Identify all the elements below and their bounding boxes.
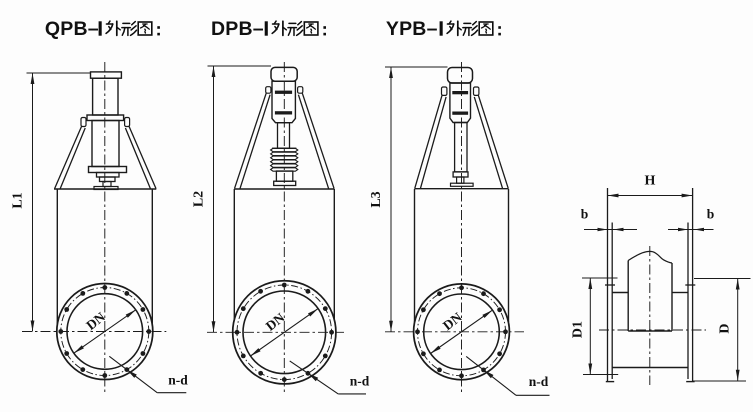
svg-text:n-d: n-d — [350, 374, 370, 389]
svg-text:YPB–: YPB– — [386, 18, 438, 40]
svg-text:QPB–: QPB– — [45, 18, 99, 40]
svg-text:n-d: n-d — [529, 374, 549, 389]
svg-text:D: D — [718, 323, 733, 333]
svg-text:L3: L3 — [369, 191, 384, 207]
svg-text:H: H — [645, 174, 656, 189]
svg-text:b: b — [707, 207, 715, 222]
svg-text:L1: L1 — [11, 192, 26, 208]
svg-text:DPB–: DPB– — [211, 18, 264, 40]
svg-text:b: b — [581, 207, 589, 222]
svg-text:L2: L2 — [192, 191, 207, 207]
svg-text:n-d: n-d — [168, 373, 188, 388]
svg-text:D1: D1 — [571, 321, 586, 338]
